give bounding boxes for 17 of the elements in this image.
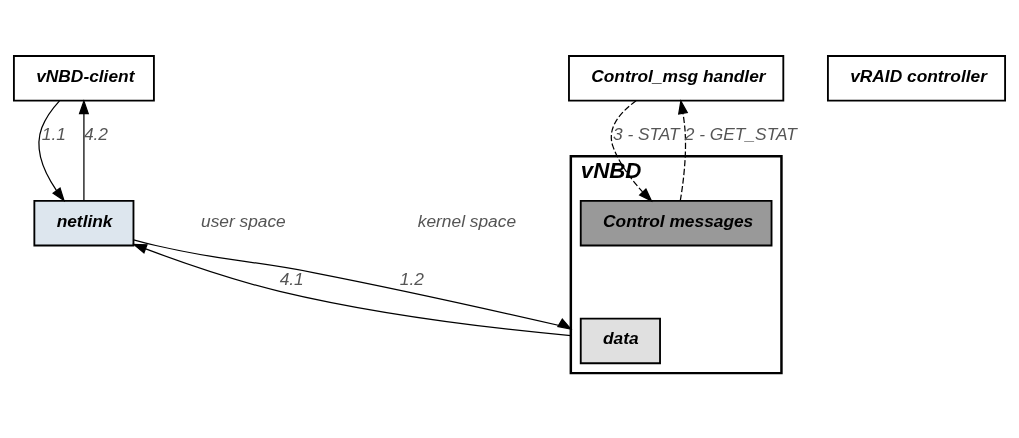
node-box: Control_msg handler bbox=[568, 54, 785, 101]
node-box: data bbox=[579, 317, 661, 364]
label: kernel space bbox=[417, 210, 517, 231]
node-box: netlink bbox=[33, 199, 135, 246]
node-box: Control messages bbox=[579, 199, 773, 246]
edge-label: 3 - STAT bbox=[612, 123, 680, 144]
edge-label: 2 - GET_STAT bbox=[684, 123, 797, 144]
arrow bbox=[38, 99, 66, 202]
arrow bbox=[78, 98, 90, 201]
node-box: vRAID controller bbox=[827, 54, 1006, 101]
edge-label: 1.1 bbox=[41, 123, 66, 144]
arrow bbox=[610, 99, 653, 202]
node-box: vNBD-client bbox=[13, 54, 155, 101]
arrow bbox=[677, 98, 689, 201]
edge-label: 1.2 bbox=[399, 268, 424, 289]
label: user space bbox=[201, 210, 286, 231]
edge-label: 4.1 bbox=[279, 268, 304, 289]
